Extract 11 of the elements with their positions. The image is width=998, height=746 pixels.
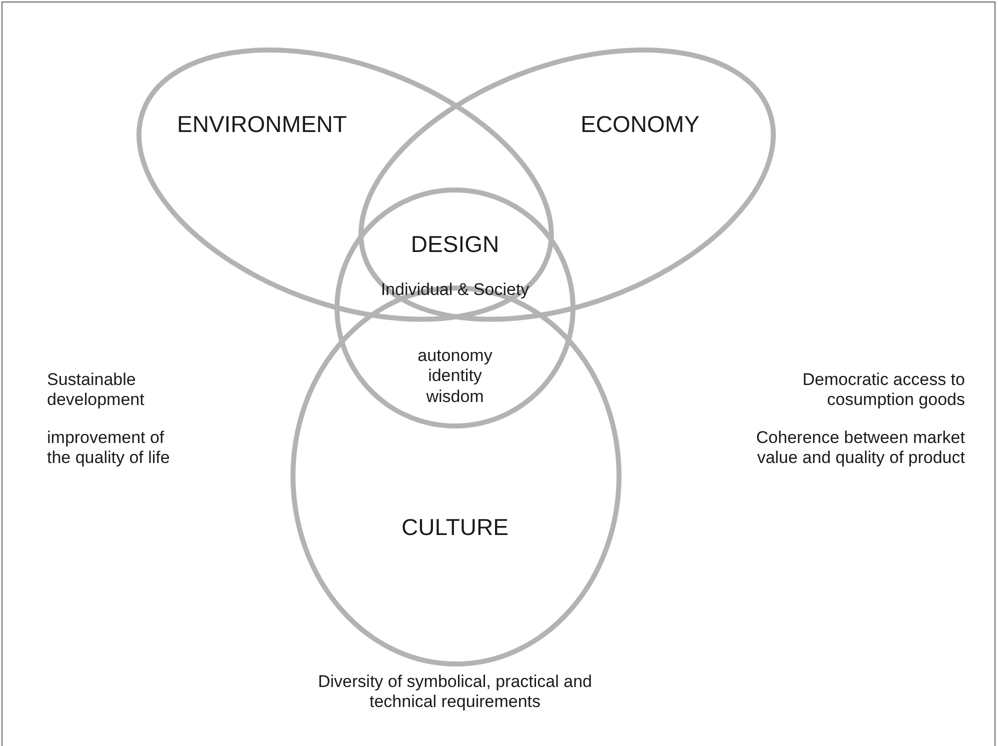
- set-label: ECONOMY: [580, 111, 700, 139]
- annotation-text: Diversity of symbolical, practical and technical requirements: [317, 672, 593, 713]
- set-label: CULTURE: [400, 514, 510, 542]
- design-keywords: autonomy identity wisdom: [416, 346, 494, 407]
- annotation-text: improvement of the quality of life: [47, 428, 171, 469]
- set-label: ENVIRONMENT: [176, 111, 348, 139]
- design-subheading: Individual & Society: [380, 280, 530, 300]
- annotation-text: Sustainable development: [47, 370, 146, 411]
- annotation-text: Coherence between market value and quality of product: [755, 428, 965, 469]
- annotation-text: Democratic access to cosumption goods: [801, 370, 965, 411]
- design-heading: DESIGN: [410, 231, 500, 259]
